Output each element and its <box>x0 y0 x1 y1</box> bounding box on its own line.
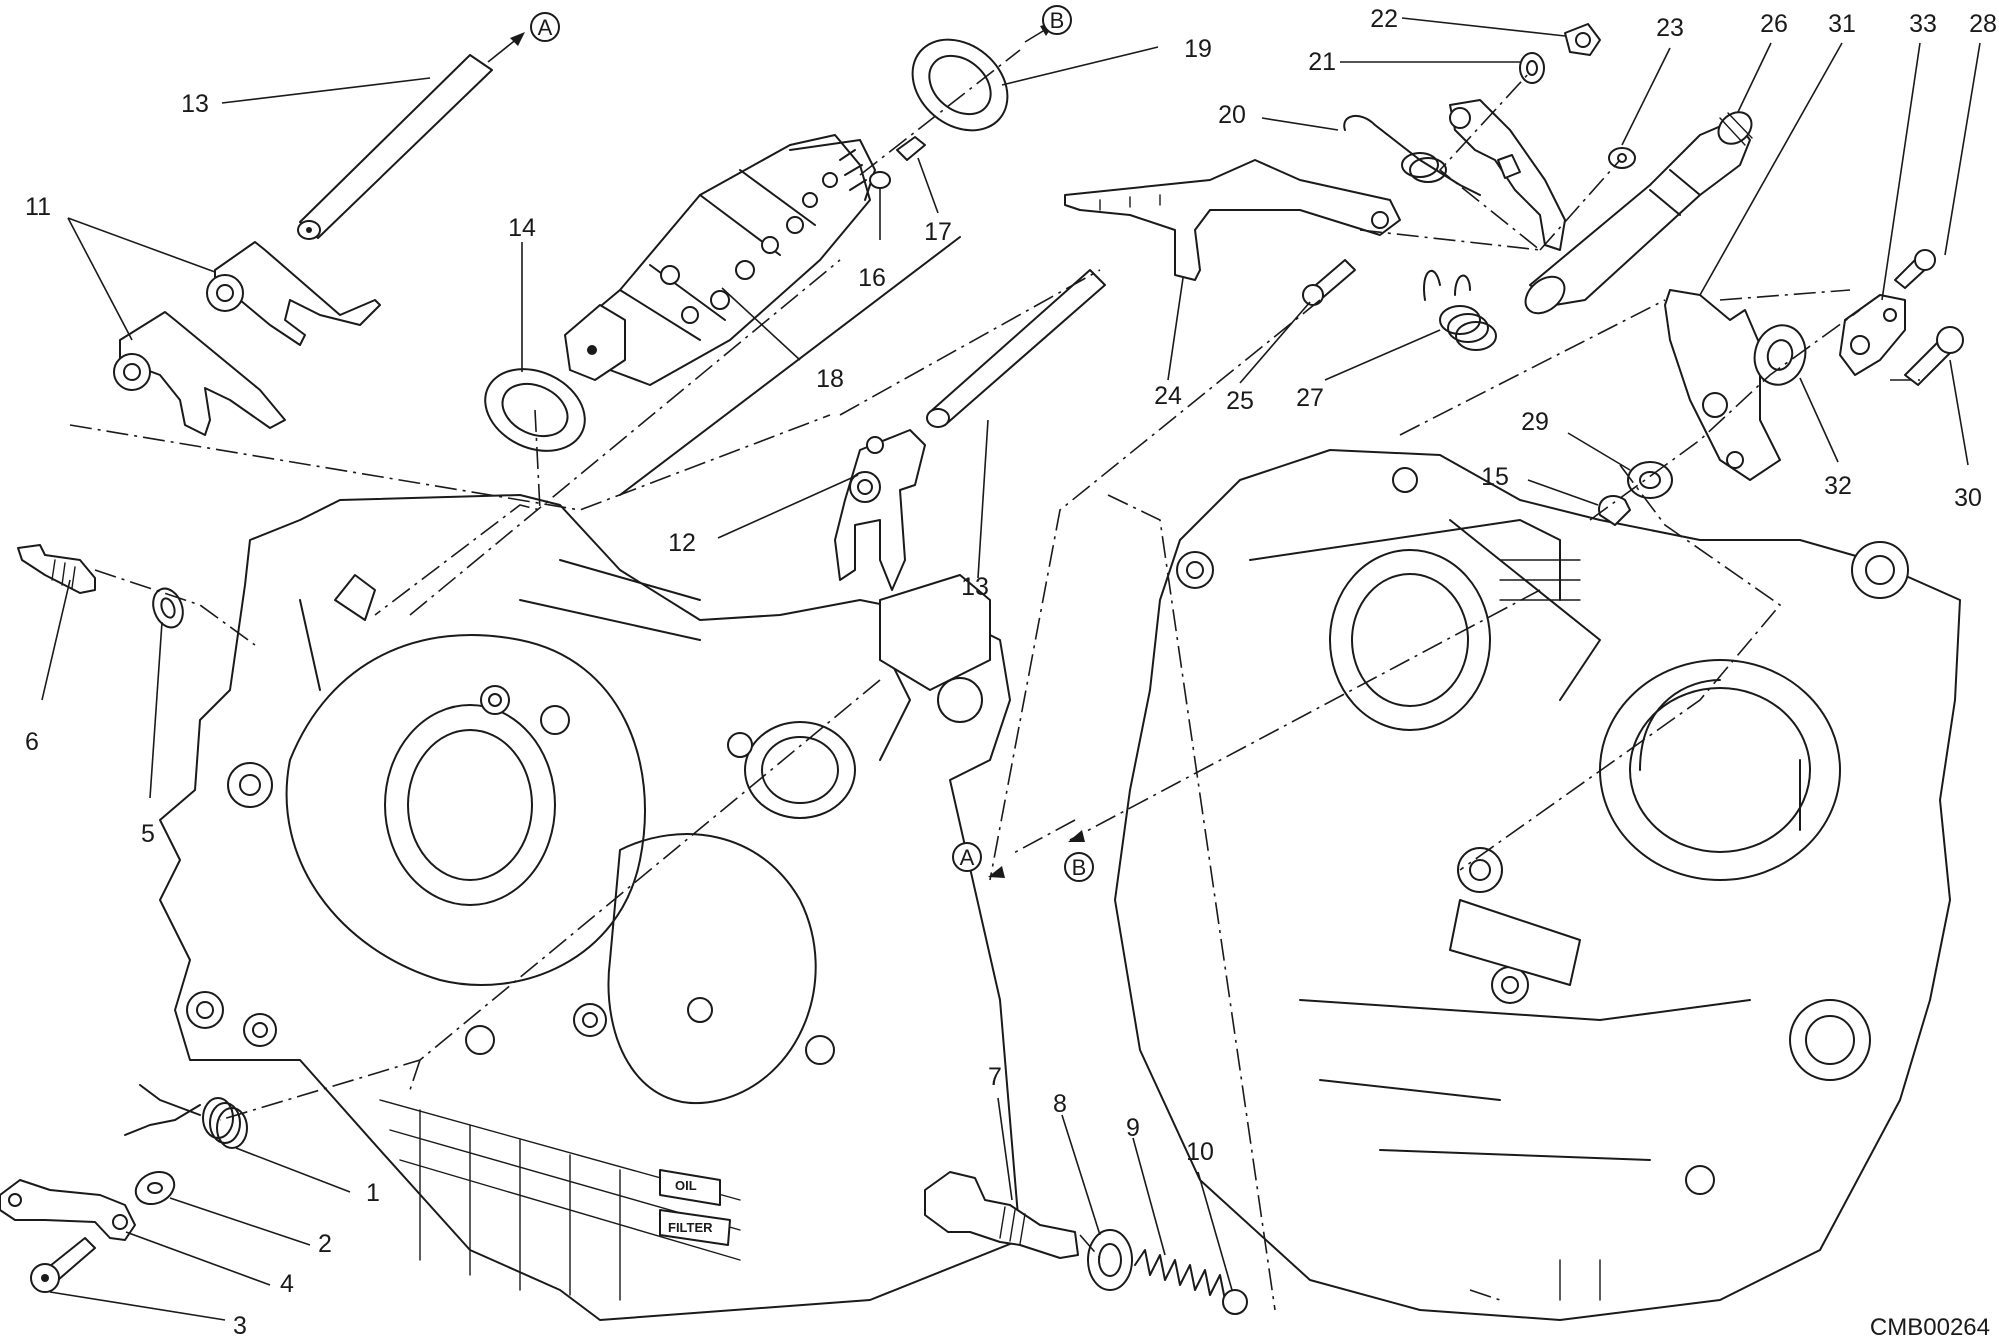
reference-marker-a-bottom: A <box>952 842 982 872</box>
right-crankcase-half <box>1114 449 1961 1321</box>
circlip-15 <box>1598 495 1631 526</box>
callout-31: 31 <box>1828 10 1856 38</box>
bush-23 <box>1608 147 1636 169</box>
callout-25: 25 <box>1226 387 1254 415</box>
callout-4: 4 <box>280 1270 294 1298</box>
callout-21: 21 <box>1308 48 1336 76</box>
plug-bolt-7 <box>924 1171 1079 1259</box>
callout-numbers: 13 11 6 5 14 18 16 17 19 12 13 22 21 20 … <box>25 5 1997 1340</box>
callout-32: 32 <box>1824 472 1852 500</box>
callout-13-lower: 13 <box>961 573 989 601</box>
washer-19 <box>911 38 1009 132</box>
shift-fork-pair <box>113 241 381 436</box>
callout-9: 9 <box>1126 1114 1140 1142</box>
svg-text:B: B <box>1050 8 1065 33</box>
drawing-code: CMB00264 <box>1870 1314 1990 1341</box>
reference-marker-a-top: A <box>530 12 560 42</box>
spring-coil-20 <box>1401 152 1447 183</box>
callout-27: 27 <box>1296 384 1324 412</box>
washer-2 <box>134 1170 176 1206</box>
callout-26: 26 <box>1760 10 1788 38</box>
callout-28: 28 <box>1969 10 1997 38</box>
shift-fork-12 <box>834 429 926 591</box>
callout-17: 17 <box>924 218 952 246</box>
oil-emboss-text: OIL <box>675 1178 697 1193</box>
screw-28 <box>1894 249 1936 289</box>
assembly-centerlines <box>69 49 1920 1311</box>
svg-text:A: A <box>538 15 553 40</box>
shift-fork-shaft-lower <box>926 269 1106 428</box>
washer-21 <box>1519 52 1545 84</box>
shift-fork-shaft-upper <box>297 54 493 240</box>
callout-7: 7 <box>988 1063 1002 1091</box>
callout-22: 22 <box>1370 5 1398 33</box>
callout-10: 10 <box>1186 1138 1214 1166</box>
callout-6: 6 <box>25 728 39 756</box>
reference-marker-b-top: B <box>1042 5 1072 35</box>
retaining-plate-31 <box>1664 289 1781 481</box>
spring-9 <box>1134 1249 1226 1301</box>
callout-18: 18 <box>816 365 844 393</box>
callout-5: 5 <box>141 820 155 848</box>
callout-11: 11 <box>25 193 51 221</box>
callout-12: 12 <box>668 529 696 557</box>
filter-emboss-text: FILTER <box>668 1220 713 1235</box>
callout-15: 15 <box>1481 463 1509 491</box>
stopper-plate-33 <box>1839 294 1906 376</box>
circlip-16 <box>869 171 891 189</box>
washer-32 <box>1753 324 1807 386</box>
gear-shift-shaft-26 <box>1524 111 1753 315</box>
callout-30: 30 <box>1954 484 1982 512</box>
selector-drum <box>564 134 876 386</box>
washer-29 <box>1627 461 1673 499</box>
callout-29: 29 <box>1521 408 1549 436</box>
spring-1 <box>124 1084 248 1149</box>
drum-assembly-bracket-line <box>619 236 961 496</box>
pawl-plate-24 <box>1064 159 1401 281</box>
callout-16: 16 <box>858 264 886 292</box>
svg-text:A: A <box>960 845 975 870</box>
svg-text:B: B <box>1072 855 1087 880</box>
left-crankcase-half: OIL FILTER <box>159 494 1021 1321</box>
callout-33: 33 <box>1909 10 1937 38</box>
callout-20: 20 <box>1218 101 1246 129</box>
spring-27 <box>1423 270 1497 351</box>
bolt-30 <box>1904 326 1964 386</box>
callout-14: 14 <box>508 214 536 242</box>
callout-3: 3 <box>233 1312 247 1340</box>
neutral-sensor-6 <box>17 544 96 594</box>
callout-2: 2 <box>318 1230 332 1258</box>
dowel-pin-17 <box>896 136 926 161</box>
callout-8: 8 <box>1053 1090 1067 1118</box>
sealing-washer-5 <box>152 587 184 629</box>
callout-23: 23 <box>1656 14 1684 42</box>
callout-24: 24 <box>1154 382 1182 410</box>
sealing-washer-8 <box>1087 1229 1133 1291</box>
ball-10 <box>1222 1289 1248 1315</box>
shift-lever-arm <box>1449 99 1566 251</box>
callout-leader-lines <box>41 17 1981 1321</box>
screw-3 <box>30 1237 96 1293</box>
reference-marker-b-bottom: B <box>1064 852 1094 882</box>
callout-13-upper: 13 <box>181 90 209 118</box>
callout-1: 1 <box>366 1179 380 1207</box>
screw-25 <box>1302 259 1356 306</box>
lever-4 <box>0 1179 136 1241</box>
circlip-22 <box>1564 23 1601 56</box>
callout-19: 19 <box>1184 35 1212 63</box>
